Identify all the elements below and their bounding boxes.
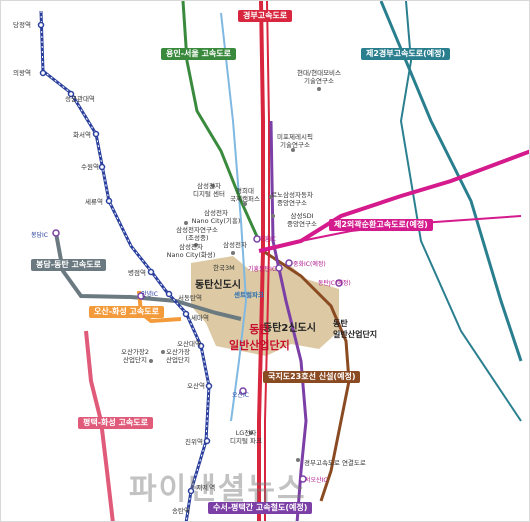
station-hwaseo: 화서역	[73, 131, 91, 139]
second-outer-line	[258, 149, 529, 253]
rail-line	[269, 120, 308, 521]
place-osan-gajang2: 오산가장2 산업단지	[120, 348, 150, 364]
watermark: 파이낸셜뉴스	[129, 472, 307, 507]
ic-dongtan-jc: 동탄JC(예정)	[318, 280, 351, 287]
ic-osan: 오산IC	[232, 392, 249, 399]
area-dongtan-industrial-center: 동탄 일반산업단지	[229, 323, 290, 352]
station-seodongtan: 서동탄역	[178, 294, 202, 302]
gyeongbu-label: 경부고속도로	[238, 10, 293, 22]
station-dots	[37, 21, 213, 495]
second-gyeongbu-line	[379, 1, 523, 362]
place-hanguk-3m: 한국3M	[213, 264, 235, 272]
place-renault: 르노삼성자동차 중앙연구소	[271, 191, 313, 207]
osan-hwaseong-label: 오산-화성 고속도로	[89, 306, 164, 318]
yongin-seoul-line	[181, 1, 261, 242]
ic-giheung-dongtan: 기흥동탄IC	[248, 266, 277, 273]
pyeongtaek-hwaseong-label: 평택-화성 고속도로	[78, 417, 153, 429]
suseo-pyeongtaek-label: 수서-평택간 고속철도(예정)	[208, 502, 313, 514]
place-lg-digital: LG전자 디지털 파크	[230, 429, 262, 445]
area-central-park: 센트럴파크	[234, 291, 264, 299]
place-mipo: 미포제레시픽 기술연구소	[277, 133, 313, 149]
place-nano-giheung: 삼성전자 Nano City(기흥)	[191, 209, 241, 225]
place-samsung-digital: 삼성전자 디지털 센터	[193, 182, 225, 198]
station-uiwang: 의왕역	[13, 69, 31, 77]
bongdam-dongtan-label: 봉담-동탄 고속도로	[31, 259, 106, 271]
ic-bongdam: 봉담IC	[31, 232, 48, 239]
subway-line-dots	[40, 10, 210, 521]
place-samsung-elec: 삼성전자	[223, 241, 247, 249]
national-23-line	[262, 249, 351, 502]
place-hyundai-mobis: 현대/현대모비스 기술연구소	[296, 69, 342, 85]
station-sema: 세마역	[191, 314, 209, 322]
gyeongbu-line-b	[264, 1, 270, 521]
area-dongtan2-new: 동탄2신도시	[263, 323, 316, 334]
ic-markers	[52, 229, 343, 483]
yongin-seoul-label: 용인-서울 고속도로	[161, 48, 236, 60]
area-dongtan-industrial-right: 동탄 일반산업단지	[333, 319, 378, 339]
station-songtan: 송탄역	[172, 507, 190, 515]
second-gyeongbu-label: 제2경부고속도로(예정)	[361, 48, 451, 60]
place-nano-hwaseong: 삼성전자 Nano City(화성)	[166, 243, 216, 259]
second-gyeongbu-line2	[399, 1, 522, 422]
station-osandae: 오산대역	[177, 340, 201, 348]
station-suwon: 수원역	[81, 163, 99, 171]
station-byeongjeom: 병점역	[128, 269, 146, 277]
bongdam-dongtan-line	[54, 232, 242, 321]
place-samsung-lab: 삼성전자연구소 (조성중)	[176, 226, 218, 242]
light-blue-road	[220, 12, 248, 422]
station-osan: 오산역	[187, 382, 205, 390]
national-23-label: 국지도23호선 신설(예정)	[263, 371, 361, 383]
dongtan-area	[191, 256, 339, 356]
ic-junghwa: 중화IC(예정)	[293, 261, 326, 268]
ic-seoseoju: 서오산IC	[305, 477, 328, 484]
ic-anyeong: 안녕IC	[141, 291, 158, 298]
place-osan-gajang: 오산가장 산업단지	[166, 348, 190, 364]
place-dots	[149, 87, 321, 462]
gyeongbu-line	[257, 1, 265, 521]
station-jije: 지제역	[196, 484, 216, 492]
area-dongtan-new: 동탄신도시	[195, 280, 241, 291]
place-kyunghee: 경희대 국제캠퍼스	[230, 187, 260, 203]
place-samsung-sdi: 삼성SDI 중앙연구소	[287, 212, 317, 228]
station-jinwi: 진위역	[185, 438, 203, 446]
place-gyeongbu-connect: 경부고속도로 연결도로	[304, 459, 366, 467]
second-outer-label: 제2외곽순환고속도로(예정)	[329, 219, 433, 231]
station-sungkyunkwan: 성균관대역	[65, 95, 95, 103]
ic-giheung: 기흥IC	[259, 236, 276, 243]
station-seryu: 세류역	[85, 198, 103, 206]
station-dangjeong: 당정역	[13, 21, 31, 29]
